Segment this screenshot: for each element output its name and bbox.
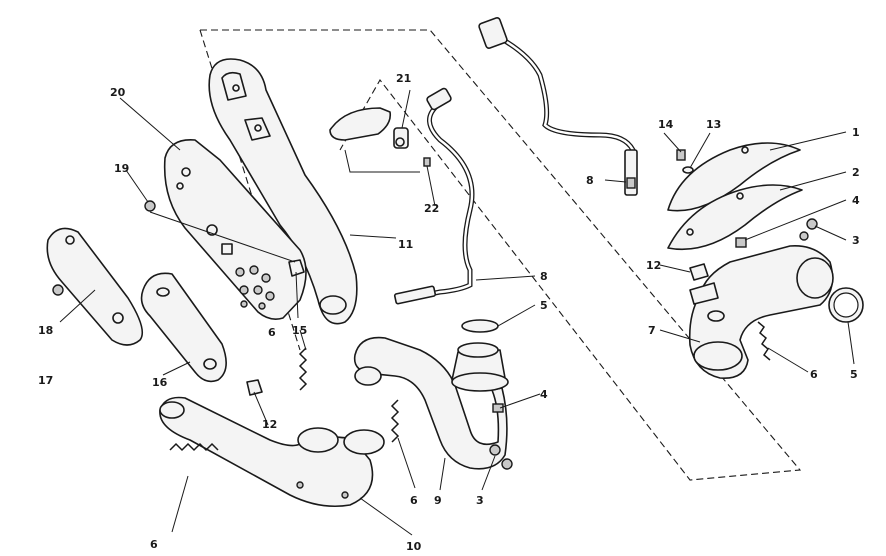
part-2-heat-shield-lower <box>667 184 803 251</box>
part-3-nut-a <box>489 444 501 456</box>
callout-6-left: 6 <box>150 538 158 551</box>
callout-3-right: 3 <box>852 234 860 247</box>
shield-perforations <box>235 265 275 310</box>
callout-10: 10 <box>406 540 422 553</box>
part-8-lambda-sensor-right <box>478 17 638 196</box>
part-12-clip-lower <box>246 379 263 396</box>
callout-8-left: 8 <box>540 270 548 283</box>
callout-5-center: 5 <box>540 299 548 312</box>
callout-1: 1 <box>852 126 860 139</box>
part-22-screw <box>423 157 431 167</box>
callout-11: 11 <box>398 238 413 251</box>
callout-14: 14 <box>658 118 674 131</box>
part-15-clip <box>288 259 305 277</box>
callout-4-center: 4 <box>540 388 548 401</box>
callout-18: 18 <box>38 324 53 337</box>
part-7-front-pipe <box>688 245 834 379</box>
part-10-collector <box>159 396 385 508</box>
part-3-nut-right-a <box>806 218 818 230</box>
part-12-clip-right <box>689 263 709 281</box>
part-16-lower-shield <box>140 272 227 383</box>
callout-16: 16 <box>152 376 168 389</box>
part-6-spring-center <box>390 399 400 443</box>
part-6-spring-mid <box>298 347 308 391</box>
callout-13: 13 <box>706 118 721 131</box>
part-18-nut <box>52 284 64 296</box>
part-3-nut-right-b <box>799 231 809 241</box>
callout-numbers: 20 19 11 15 18 17 16 6 12 6 10 6 9 3 4 5… <box>38 72 860 553</box>
callout-4-right: 4 <box>852 194 860 207</box>
callout-12-right: 12 <box>646 259 661 272</box>
callout-17: 17 <box>38 374 53 387</box>
callout-8-right: 8 <box>586 174 594 187</box>
callout-15: 15 <box>292 324 307 337</box>
part-8-lambda-sensor-left <box>393 87 475 305</box>
part-14-screw <box>676 149 686 161</box>
part-5-gasket-center <box>461 319 499 333</box>
callout-3-center: 3 <box>476 494 484 507</box>
part-3-nut-b <box>501 458 513 470</box>
part-6-spring-left <box>169 442 219 452</box>
part-13-washer <box>682 166 694 174</box>
callout-19: 19 <box>114 162 129 175</box>
callout-22: 22 <box>424 202 439 215</box>
part-17-side-shield <box>46 227 144 346</box>
callout-9: 9 <box>434 494 442 507</box>
callout-7: 7 <box>648 324 656 337</box>
callout-6-mid: 6 <box>268 326 276 339</box>
part-20-heat-shield <box>163 139 307 320</box>
part-19-nut <box>144 200 156 212</box>
leader-lines <box>59 89 855 536</box>
callout-12-lower: 12 <box>262 418 277 431</box>
callout-6-center: 6 <box>410 494 418 507</box>
part-11-header-pipe <box>208 58 358 325</box>
part-9-bend-pipe <box>353 336 509 470</box>
part-6-spring-right <box>757 321 771 361</box>
callout-2: 2 <box>852 166 860 179</box>
part-4-nut-right <box>735 237 747 248</box>
part-21-bracket <box>329 107 409 149</box>
callout-5-right: 5 <box>850 368 858 381</box>
callout-20: 20 <box>110 86 126 99</box>
callout-6-right: 6 <box>810 368 818 381</box>
part-4-bolt-center <box>492 403 504 413</box>
callout-21: 21 <box>396 72 411 85</box>
